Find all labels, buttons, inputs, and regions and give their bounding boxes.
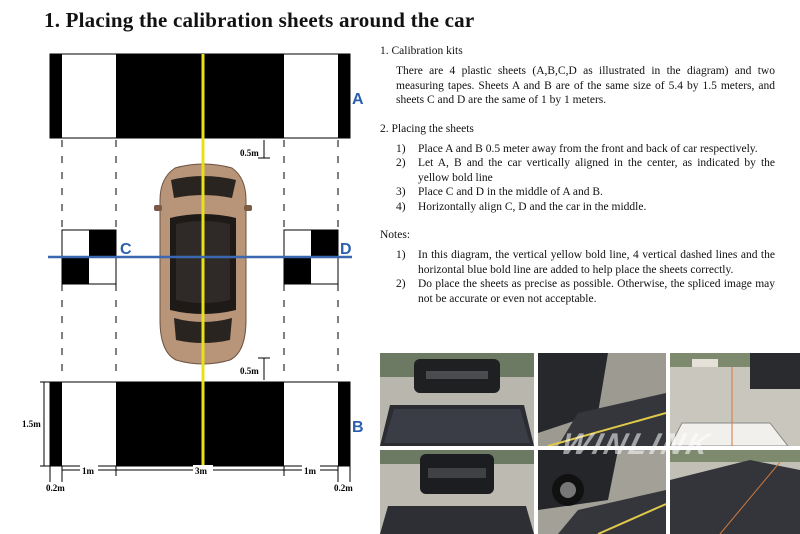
calibration-diagram: A B C D 0.5m 0.5m 1.5m 1m 3m 1m 0.2m 0.2… bbox=[22, 53, 364, 493]
height-dimension bbox=[40, 381, 50, 467]
section-heading-placing: 2. Placing the sheets bbox=[380, 122, 474, 135]
photo-front-car bbox=[380, 353, 534, 446]
section-heading-kits: 1. Calibration kits bbox=[380, 45, 463, 57]
note-item: 2)Do place the sheets as precise as poss… bbox=[396, 278, 775, 305]
placing-item: 2)Let A, B and the car vertically aligne… bbox=[396, 157, 775, 184]
photo-sheet-edge bbox=[670, 450, 800, 534]
label-a: A bbox=[352, 91, 364, 108]
placing-item: 3)Place C and D in the middle of A and B… bbox=[396, 186, 603, 199]
note-item: 1)In this diagram, the vertical yellow b… bbox=[396, 249, 775, 276]
center-width-label: 3m bbox=[195, 466, 208, 476]
kits-paragraph: There are 4 plastic sheets (A,B,C,D as i… bbox=[396, 65, 775, 107]
front-gap-label: 0.5m bbox=[240, 148, 259, 158]
label-b: B bbox=[352, 419, 364, 436]
label-d: D bbox=[340, 241, 352, 258]
right-side-label: 1m bbox=[304, 466, 317, 476]
instructions: 1. Calibration kits There are 4 plastic … bbox=[380, 44, 775, 306]
photo-strip bbox=[380, 353, 800, 534]
photo-sheet-marker bbox=[670, 353, 800, 446]
rear-gap-dimension bbox=[258, 357, 270, 380]
placing-item: 1)Place A and B 0.5 meter away from the … bbox=[396, 143, 758, 156]
sheet-b bbox=[49, 381, 351, 467]
label-c: C bbox=[120, 241, 132, 258]
left-margin-label: 0.2m bbox=[46, 483, 65, 493]
watermark: WINLINK bbox=[557, 428, 716, 461]
placing-item: 4)Horizontally align C, D and the car in… bbox=[396, 200, 647, 213]
section-heading-notes: Notes: bbox=[380, 229, 411, 242]
front-gap-dimension bbox=[258, 140, 270, 159]
right-margin-label: 0.2m bbox=[334, 483, 353, 493]
photo-side-car bbox=[538, 353, 666, 446]
left-side-label: 1m bbox=[82, 466, 95, 476]
page-title: 1. Placing the calibration sheets around… bbox=[44, 8, 475, 32]
rear-gap-label: 0.5m bbox=[240, 366, 259, 376]
photo-wheel bbox=[538, 450, 666, 534]
photo-rear-car bbox=[380, 450, 534, 534]
sheet-a bbox=[49, 53, 351, 139]
height-label: 1.5m bbox=[22, 419, 41, 429]
